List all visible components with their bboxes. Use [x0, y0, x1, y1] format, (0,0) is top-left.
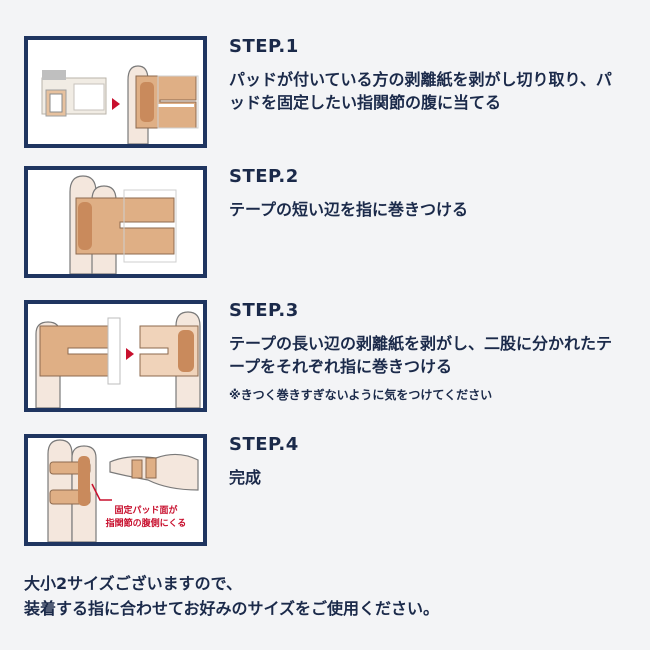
arrow-icon — [126, 348, 134, 360]
step-description: パッドが付いている方の剥離紙を剥がし切り取り、パッドを固定したい指関節の腹に当て… — [229, 70, 612, 112]
step-title: STEP.1 — [229, 36, 299, 57]
wrap-long-side-illustration — [35, 311, 201, 408]
callout-line-1: 固定パッド面が — [114, 504, 178, 516]
step-title: STEP.2 — [229, 166, 299, 187]
step-description: 完成 — [229, 468, 262, 487]
callout-line-2: 指関節の腹側にくる — [106, 517, 187, 529]
tape-peel-illustration — [41, 65, 199, 144]
step-title: STEP.4 — [229, 434, 299, 455]
size-note-line-2: 装着する指に合わせてお好みのサイズをご使用ください。 — [24, 599, 440, 618]
step-1-illustration — [24, 36, 207, 148]
caution-note: ※きつく巻きすぎないように気をつけてください — [229, 388, 493, 402]
step-description: テープの長い辺の剥離紙を剥がし、二股に分かれたテープをそれぞれ指に巻きつける — [229, 334, 613, 376]
arrow-icon — [112, 98, 120, 110]
step-2-illustration — [24, 166, 207, 278]
step-4-illustration: 固定パッド面が 指関節の腹側にくる — [24, 434, 207, 546]
wrap-short-side-illustration — [69, 175, 177, 274]
size-note: 大小2サイズございますので、 装着する指に合わせてお好みのサイズをご使用ください… — [24, 571, 439, 621]
size-note-line-1: 大小2サイズございますので、 — [24, 574, 243, 593]
step-3-illustration — [24, 300, 207, 412]
finished-wrap-illustration: 固定パッド面が 指関節の腹側にくる — [47, 439, 199, 542]
step-description: テープの短い辺を指に巻きつける — [229, 200, 469, 219]
step-title: STEP.3 — [229, 300, 299, 321]
